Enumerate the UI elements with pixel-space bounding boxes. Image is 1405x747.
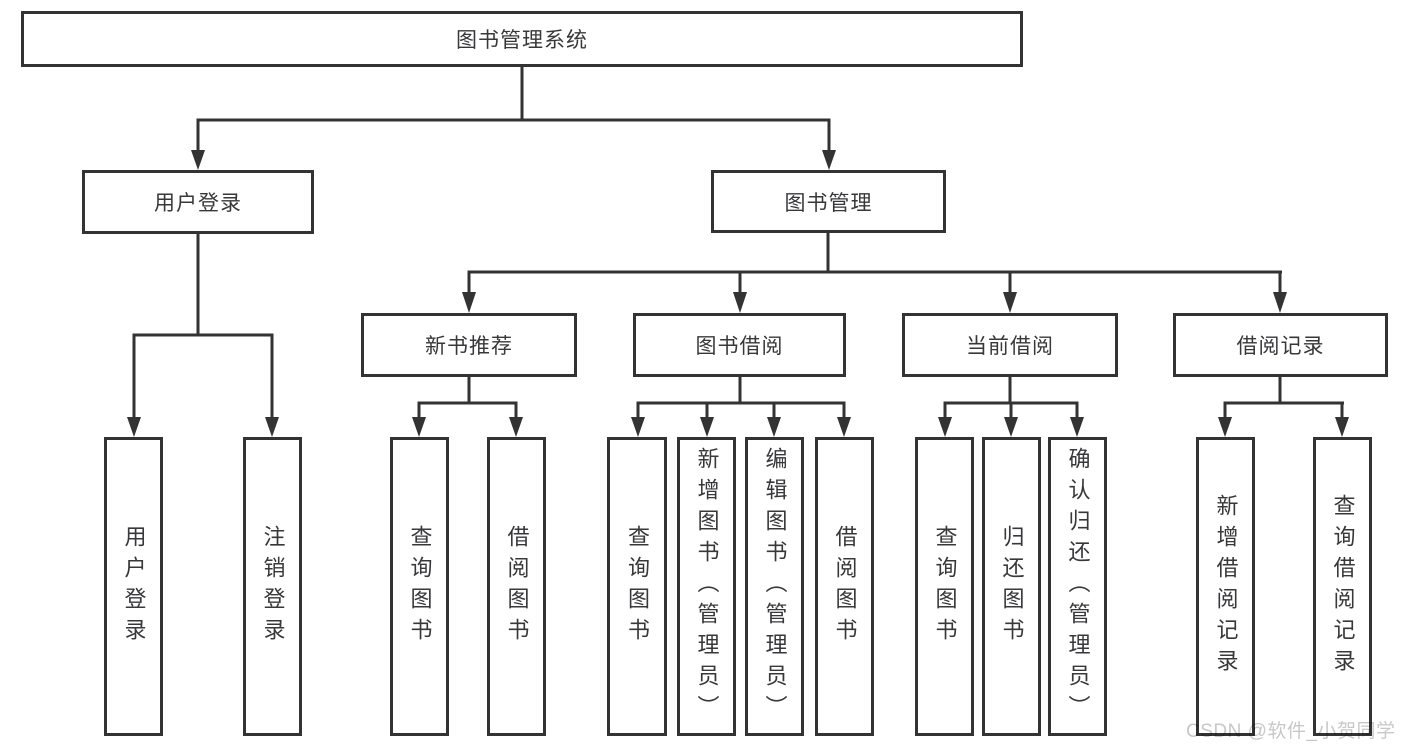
connector-root-to-level2 <box>191 67 836 170</box>
node-current-borrow-label: 当前借阅 <box>966 335 1054 358</box>
node-book-borrow: 图书借阅 <box>633 313 846 377</box>
node-book-management: 图书管理 <box>711 170 946 233</box>
node-borrow-records-label: 借阅记录 <box>1236 335 1325 358</box>
connector-user-login-children <box>127 234 279 437</box>
leaf-add-book-admin-label: 新增图书（管理员） <box>694 447 720 726</box>
node-book-management-label: 图书管理 <box>784 191 873 215</box>
leaf-return-book: 归还图书 <box>982 437 1041 736</box>
connector-borrow-records-children <box>1218 377 1349 437</box>
leaf-borrow-book: 借阅图书 <box>815 437 874 736</box>
leaf-logout-login: 注销登录 <box>243 437 302 736</box>
leaf-borrow-book-recommend-label: 借阅图书 <box>504 524 530 649</box>
node-root: 图书管理系统 <box>21 11 1023 67</box>
leaf-query-book-borrow-label: 查询图书 <box>625 524 650 649</box>
leaf-query-book-current: 查询图书 <box>915 437 974 736</box>
node-user-login-label: 用户登录 <box>154 192 242 215</box>
leaf-query-borrow-record: 查询借阅记录 <box>1313 437 1372 736</box>
node-root-label: 图书管理系统 <box>456 29 588 52</box>
node-book-borrow-label: 图书借阅 <box>695 335 784 358</box>
leaf-query-book-borrow: 查询图书 <box>607 437 667 736</box>
leaf-query-borrow-record-label: 查询借阅记录 <box>1330 493 1356 680</box>
leaf-add-book-admin: 新增图书（管理员） <box>677 437 736 736</box>
leaf-add-borrow-record: 新增借阅记录 <box>1196 437 1255 736</box>
node-borrow-records: 借阅记录 <box>1173 313 1388 377</box>
connector-book-borrow-children <box>631 377 851 437</box>
leaf-query-book-current-label: 查询图书 <box>932 524 958 649</box>
leaf-edit-book-admin: 编辑图书（管理员） <box>745 437 804 736</box>
leaf-confirm-return-admin-label: 确认归还（管理员） <box>1065 447 1091 726</box>
leaf-user-login-label: 用户登录 <box>121 524 147 649</box>
connector-new-book-recommend-children <box>412 377 523 437</box>
leaf-add-borrow-record-label: 新增借阅记录 <box>1213 493 1239 680</box>
leaf-user-login: 用户登录 <box>104 437 163 736</box>
connector-book-management-children <box>462 233 1287 313</box>
leaf-edit-book-admin-label: 编辑图书（管理员） <box>762 447 788 726</box>
node-user-login: 用户登录 <box>82 170 314 234</box>
leaf-confirm-return-admin: 确认归还（管理员） <box>1048 437 1107 736</box>
leaf-borrow-book-label: 借阅图书 <box>832 524 858 649</box>
node-new-book-recommend: 新书推荐 <box>361 313 577 377</box>
leaf-borrow-book-recommend: 借阅图书 <box>487 437 546 736</box>
node-current-borrow: 当前借阅 <box>902 313 1118 377</box>
leaf-logout-login-label: 注销登录 <box>260 524 286 649</box>
node-new-book-recommend-label: 新书推荐 <box>425 335 513 358</box>
leaf-query-book-recommend-label: 查询图书 <box>407 524 433 649</box>
csdn-watermark: CSDN @软件_小贺同学 <box>1186 721 1396 742</box>
leaf-return-book-label: 归还图书 <box>999 524 1025 649</box>
leaf-query-book-recommend: 查询图书 <box>390 437 449 736</box>
connector-current-borrow-children <box>938 377 1084 437</box>
